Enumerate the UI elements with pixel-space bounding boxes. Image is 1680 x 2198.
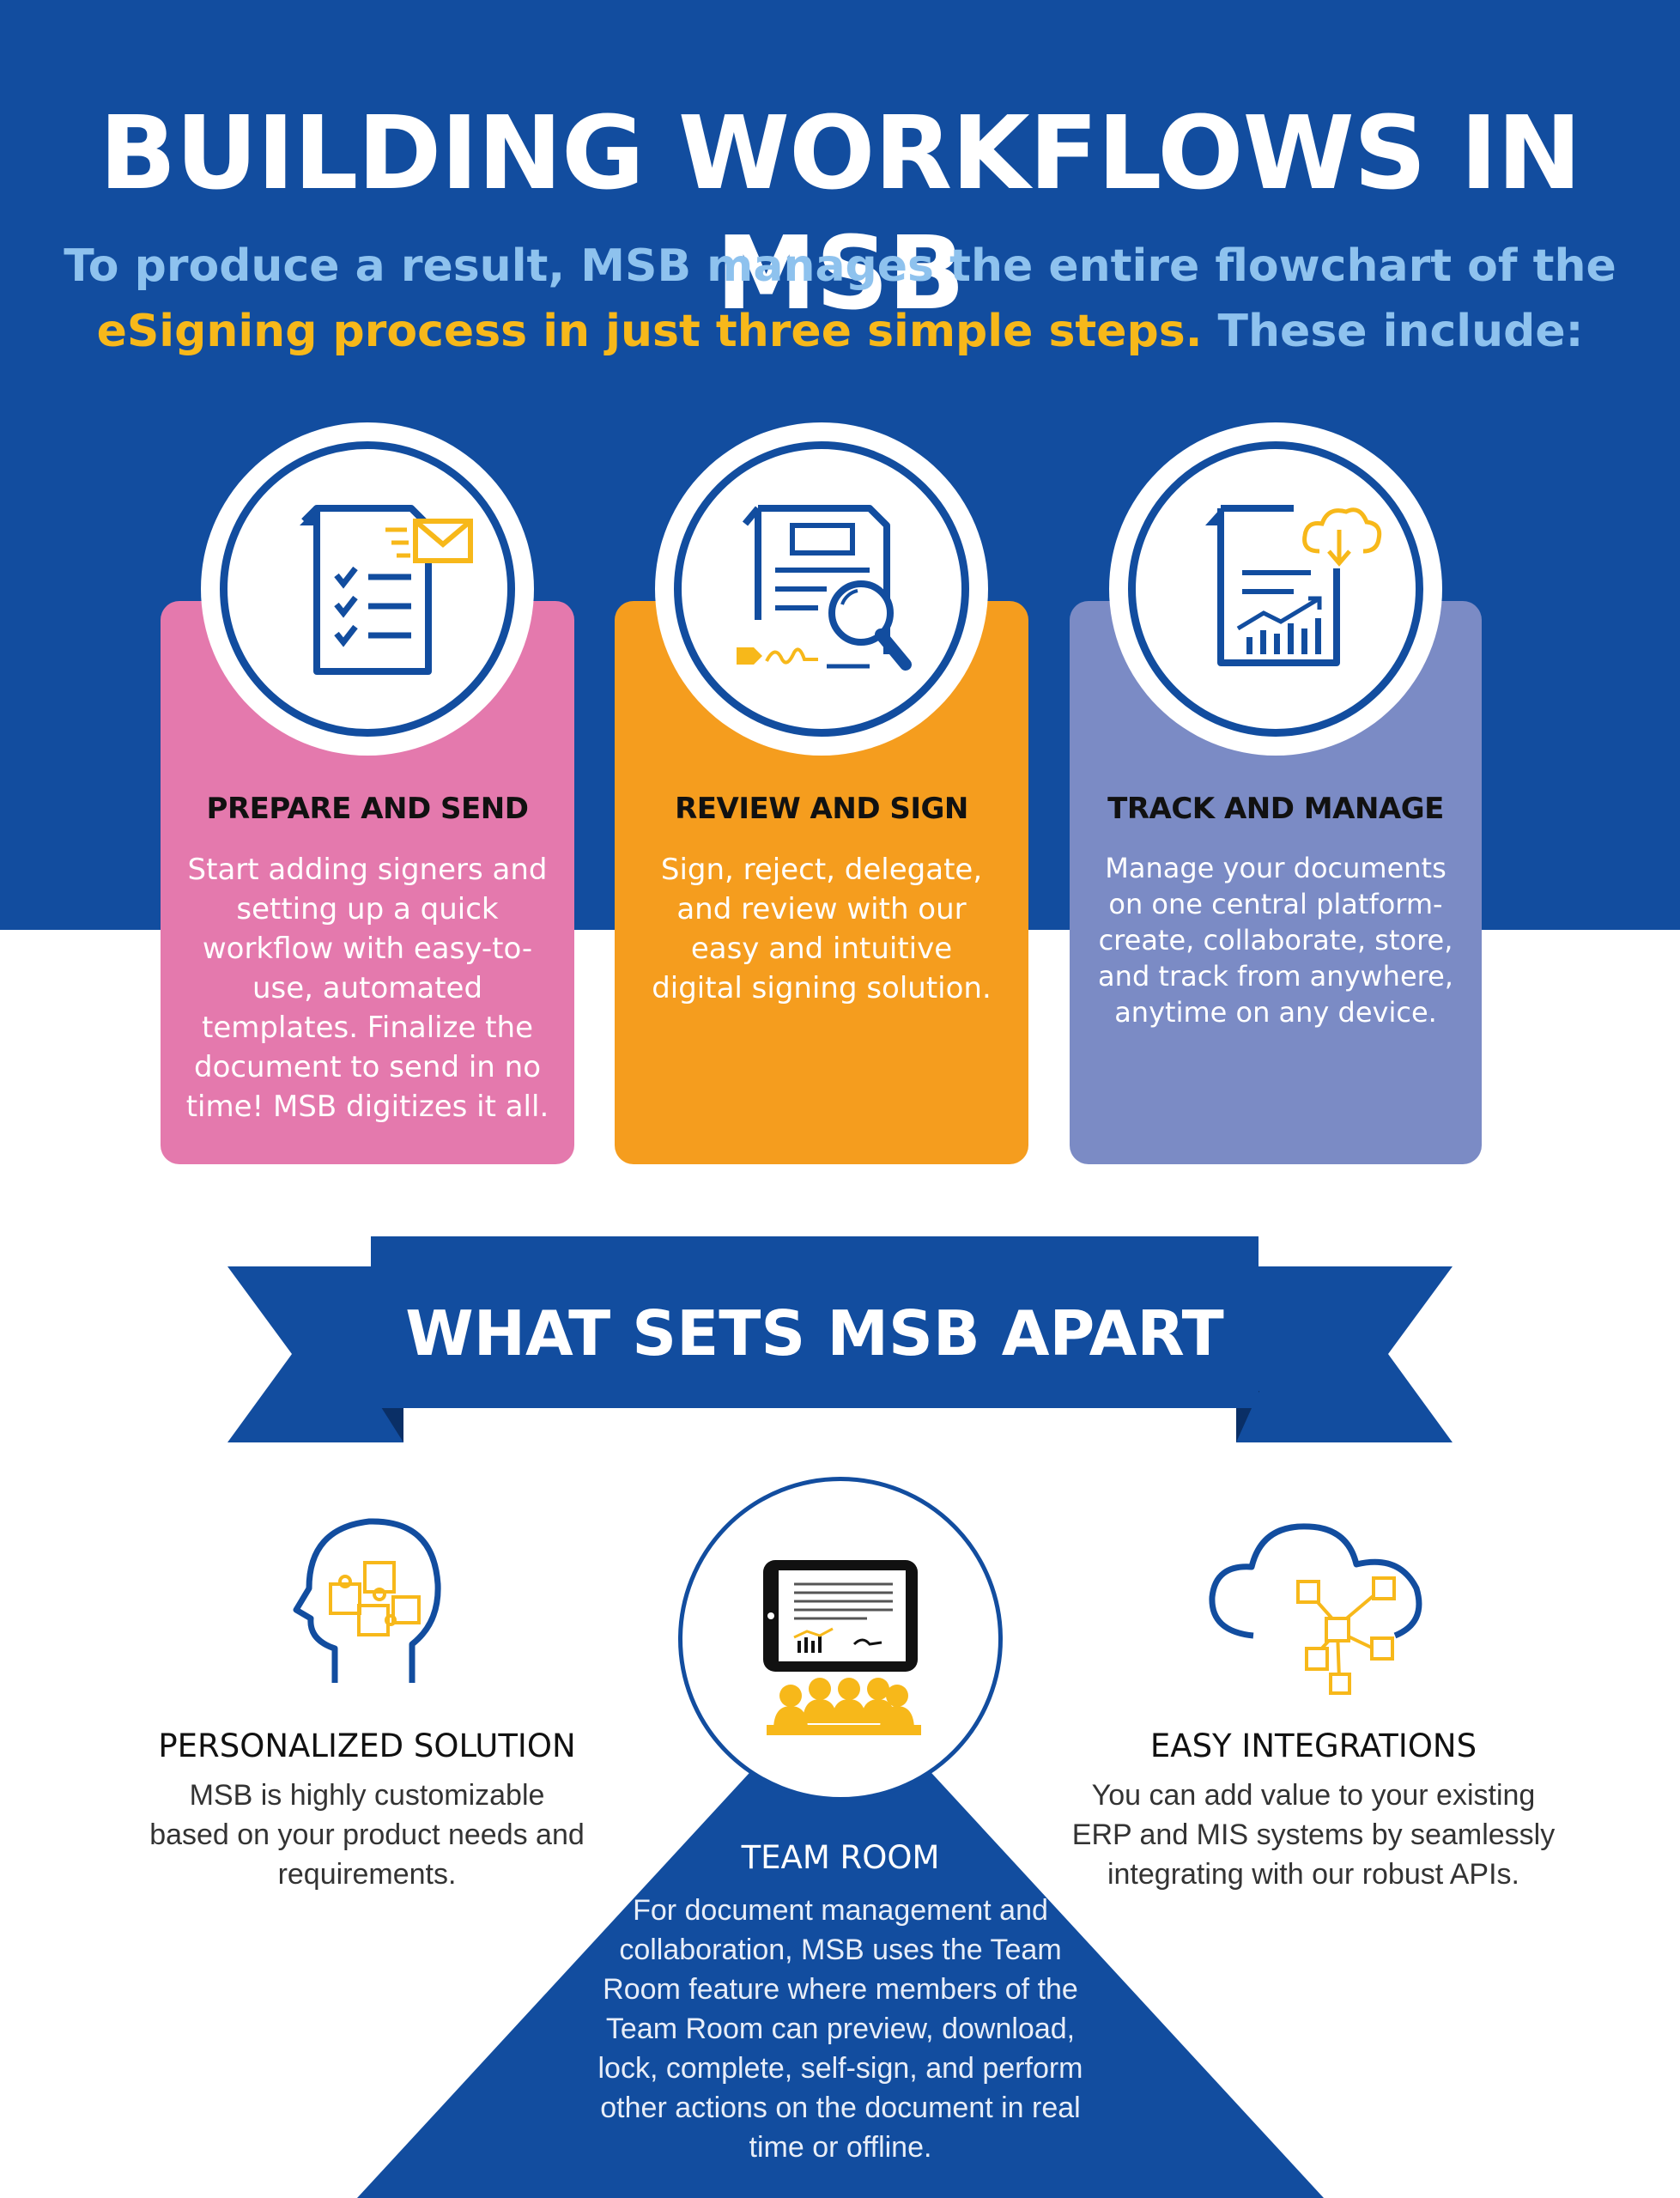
team-room-circle bbox=[678, 1477, 1003, 1801]
step-text-track: Manage your documents on one central pla… bbox=[1098, 852, 1453, 1029]
banner-title: WHAT SETS MSB APART bbox=[405, 1297, 1224, 1369]
cloud-network-icon bbox=[1209, 1523, 1422, 1695]
head-puzzle-icon bbox=[293, 1518, 441, 1683]
subtitle-text: To produce a result, MSB manages the ent… bbox=[64, 240, 1616, 292]
ribbon-banner bbox=[227, 1236, 1453, 1442]
document-cloud-chart-icon bbox=[1205, 505, 1382, 666]
step-circle-track bbox=[1109, 422, 1442, 756]
tablet-team-icon bbox=[763, 1560, 921, 1735]
document-checklist-envelope-icon bbox=[300, 505, 473, 675]
page-title: BUILDING WORKFLOWS IN MSB bbox=[99, 94, 1582, 332]
subtitle-highlight: eSigning process in just three simple st… bbox=[96, 306, 1203, 357]
step-title-track: TRACK AND MANAGE bbox=[1107, 792, 1444, 826]
subtitle-text-end: These include: bbox=[1202, 306, 1584, 357]
feature-title-personalized: PERSONALIZED SOLUTION bbox=[158, 1727, 576, 1764]
step-text-prepare: Start adding signers and setting up a qu… bbox=[185, 853, 549, 1124]
step-title-review: REVIEW AND SIGN bbox=[675, 792, 968, 826]
feature-title-integrations: EASY INTEGRATIONS bbox=[1149, 1727, 1477, 1764]
feature-title-team-room: TEAM ROOM bbox=[741, 1839, 940, 1876]
step-text-review: Sign, reject, delegate, and review with … bbox=[652, 853, 992, 1005]
page-subtitle: To produce a result, MSB manages the ent… bbox=[52, 234, 1628, 364]
document-magnifier-icon bbox=[737, 505, 912, 671]
team-room-triangle bbox=[357, 1674, 1324, 2198]
step-circle-review bbox=[655, 422, 988, 756]
step-title-prepare: PREPARE AND SEND bbox=[206, 792, 529, 826]
step-circle-prepare bbox=[201, 422, 534, 756]
feature-text-integrations: You can add value to your existing ERP a… bbox=[1071, 1779, 1556, 1891]
feature-text-team-room: For document management and collaboratio… bbox=[597, 1894, 1083, 2164]
feature-text-personalized: MSB is highly customizable based on your… bbox=[149, 1779, 585, 1891]
